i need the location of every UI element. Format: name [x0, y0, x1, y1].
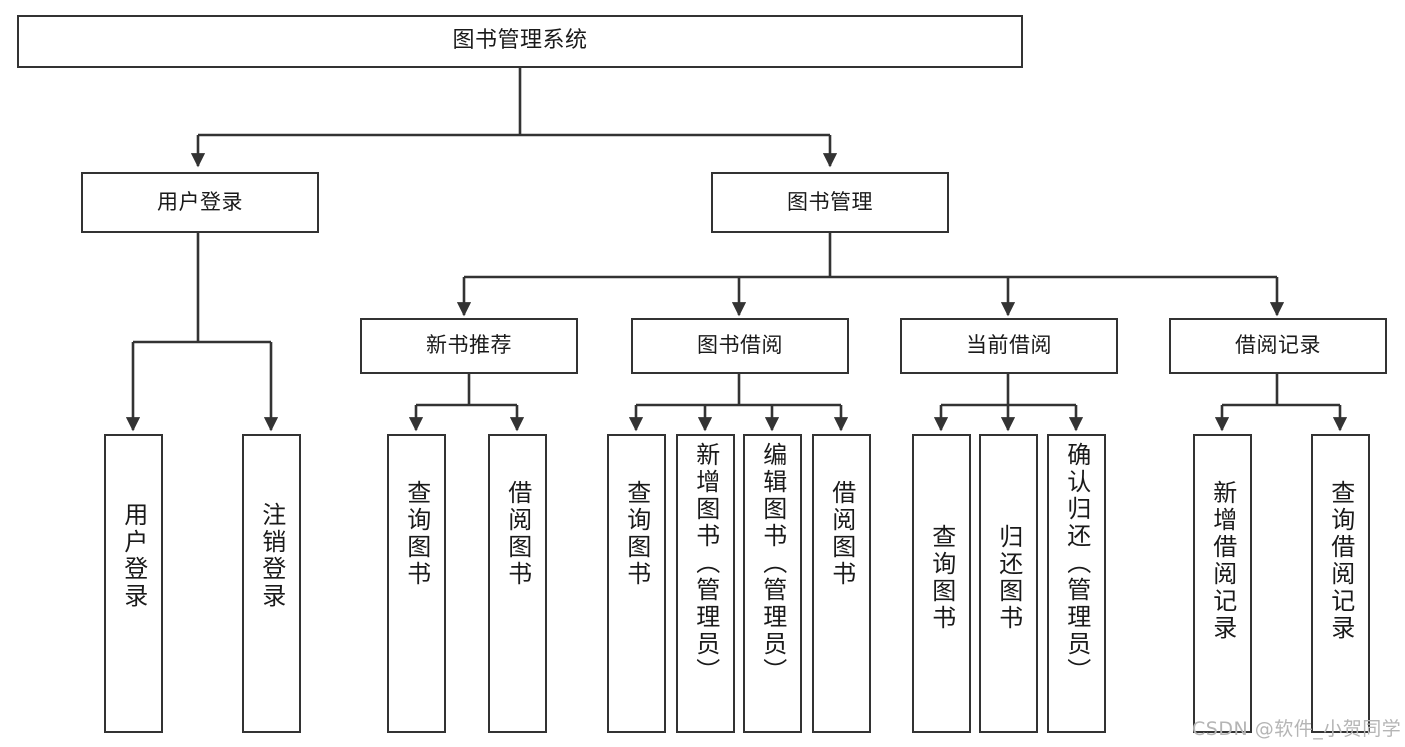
- leaf-query-book-1[interactable]: 查询图书: [387, 434, 446, 733]
- node-book-management[interactable]: 图书管理: [711, 172, 949, 233]
- watermark: CSDN @软件_小贺同学: [1192, 718, 1402, 740]
- node-label: 借阅图书: [503, 480, 532, 588]
- node-label: 查询图书: [622, 480, 651, 588]
- node-borrow-record[interactable]: 借阅记录: [1169, 318, 1387, 374]
- node-label: 查询图书: [402, 480, 431, 588]
- node-label: 图书管理: [787, 189, 873, 214]
- node-label: 查询借阅记录: [1326, 480, 1355, 642]
- node-label: 确认归还（管理员）: [1062, 442, 1091, 685]
- node-label: 注销登录: [257, 502, 286, 610]
- node-label: 当前借阅: [966, 333, 1052, 358]
- node-label: 新增图书（管理员）: [691, 442, 720, 685]
- node-label: 图书借阅: [697, 333, 783, 358]
- leaf-return-book[interactable]: 归还图书: [979, 434, 1038, 733]
- node-label: 查询图书: [927, 524, 956, 632]
- node-label: 用户登录: [157, 189, 243, 214]
- node-label: 归还图书: [994, 524, 1023, 632]
- node-label: 借阅记录: [1235, 333, 1321, 358]
- leaf-borrow-book-2[interactable]: 借阅图书: [812, 434, 871, 733]
- leaf-borrow-book-1[interactable]: 借阅图书: [488, 434, 547, 733]
- node-label: 新增借阅记录: [1208, 480, 1237, 642]
- node-label: 借阅图书: [827, 480, 856, 588]
- leaf-edit-book[interactable]: 编辑图书（管理员）: [743, 434, 802, 733]
- node-label: 用户登录: [119, 502, 148, 610]
- leaf-query-book-2[interactable]: 查询图书: [607, 434, 666, 733]
- leaf-add-book[interactable]: 新增图书（管理员）: [676, 434, 735, 733]
- leaf-logout-login[interactable]: 注销登录: [242, 434, 301, 733]
- node-new-book-recommend[interactable]: 新书推荐: [360, 318, 578, 374]
- node-label: 编辑图书（管理员）: [758, 442, 787, 685]
- node-root-book-management-system[interactable]: 图书管理系统: [17, 15, 1023, 68]
- leaf-confirm-return[interactable]: 确认归还（管理员）: [1047, 434, 1106, 733]
- leaf-query-book-3[interactable]: 查询图书: [912, 434, 971, 733]
- node-book-borrow[interactable]: 图书借阅: [631, 318, 849, 374]
- node-user-login[interactable]: 用户登录: [81, 172, 319, 233]
- leaf-add-borrow-record[interactable]: 新增借阅记录: [1193, 434, 1252, 733]
- leaf-user-login[interactable]: 用户登录: [104, 434, 163, 733]
- node-label: 图书管理系统: [452, 28, 588, 54]
- node-current-borrow[interactable]: 当前借阅: [900, 318, 1118, 374]
- node-label: 新书推荐: [426, 333, 512, 358]
- leaf-query-borrow-record[interactable]: 查询借阅记录: [1311, 434, 1370, 733]
